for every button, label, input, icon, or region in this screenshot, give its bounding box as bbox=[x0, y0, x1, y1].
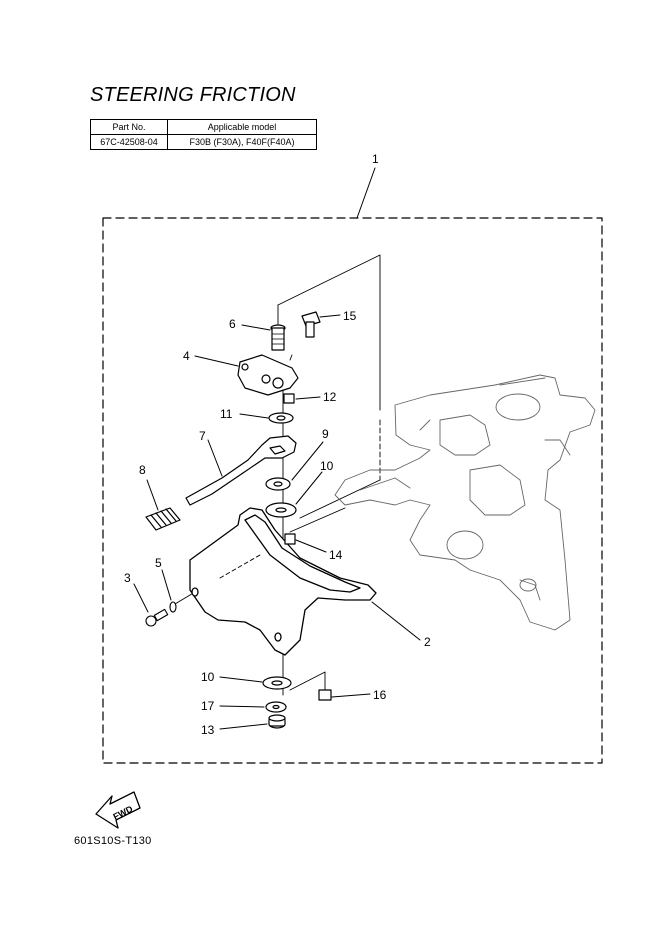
callout-13: 13 bbox=[201, 723, 215, 737]
washer-part-11 bbox=[268, 412, 294, 424]
leader-2 bbox=[371, 601, 421, 641]
leader-11 bbox=[239, 413, 269, 419]
leader-17 bbox=[219, 705, 265, 708]
leader-5 bbox=[161, 569, 172, 601]
leader-14 bbox=[295, 539, 327, 553]
bolt-part-6 bbox=[270, 324, 286, 351]
fwd-arrow-icon bbox=[95, 791, 141, 829]
leader-3 bbox=[133, 583, 149, 613]
leader-12 bbox=[295, 396, 321, 400]
callout-10-lower: 10 bbox=[201, 670, 215, 684]
leader-10-upper bbox=[295, 471, 323, 505]
leader-6 bbox=[241, 324, 271, 331]
washer-part-5 bbox=[169, 601, 177, 613]
callout-2: 2 bbox=[424, 635, 431, 649]
screw-part-3 bbox=[145, 608, 169, 627]
callout-17: 17 bbox=[201, 699, 215, 713]
friction-lever-part-7 bbox=[185, 435, 297, 506]
nut-part-16 bbox=[318, 689, 332, 701]
cell-applicable-model: F30B (F30A), F40F(F40A) bbox=[167, 134, 317, 150]
callout-6: 6 bbox=[229, 317, 236, 331]
washer-part-17 bbox=[265, 701, 287, 713]
leader-16 bbox=[331, 693, 371, 698]
fwd-arrow: FWD bbox=[95, 791, 141, 829]
callout-7: 7 bbox=[199, 429, 206, 443]
washer-part-9 bbox=[265, 477, 291, 491]
callout-10-upper: 10 bbox=[320, 459, 334, 473]
nut-part-12 bbox=[283, 393, 295, 404]
assembly-boundary bbox=[102, 217, 603, 764]
callout-11: 11 bbox=[220, 407, 233, 421]
leader-15 bbox=[319, 314, 341, 318]
callout-12: 12 bbox=[323, 390, 337, 404]
callout-8: 8 bbox=[139, 463, 146, 477]
page-title: STEERING FRICTION bbox=[90, 84, 296, 106]
bracket-part-4 bbox=[237, 354, 299, 396]
bolt-part-15 bbox=[301, 311, 321, 338]
leader-8 bbox=[146, 479, 159, 511]
callout-9: 9 bbox=[322, 427, 329, 441]
table-row: 67C-42508-04 F30B (F30A), F40F(F40A) bbox=[90, 134, 317, 150]
leader-1 bbox=[356, 167, 376, 219]
friction-bracket-part-2 bbox=[189, 507, 377, 656]
callout-16: 16 bbox=[373, 688, 387, 702]
callout-15: 15 bbox=[343, 309, 357, 323]
leader-13 bbox=[219, 723, 268, 730]
leader-7 bbox=[207, 439, 223, 477]
collar-part-14 bbox=[284, 533, 296, 545]
leader-9 bbox=[291, 441, 324, 481]
grip-part-8 bbox=[145, 507, 181, 531]
callout-3: 3 bbox=[124, 571, 131, 585]
callout-5: 5 bbox=[155, 556, 162, 570]
leader-10-lower bbox=[219, 676, 263, 683]
callout-1: 1 bbox=[372, 152, 379, 166]
leader-4 bbox=[194, 355, 239, 367]
table-header-row: Part No. Applicable model bbox=[90, 119, 317, 135]
callout-14: 14 bbox=[329, 548, 343, 562]
bracket-housing-outline bbox=[334, 374, 596, 631]
nut-part-13 bbox=[268, 714, 286, 729]
wave-washer-part-10-lower bbox=[262, 676, 292, 690]
callout-4: 4 bbox=[183, 349, 190, 363]
wave-washer-part-10-upper bbox=[265, 502, 297, 518]
figure-code: 601S10S-T130 bbox=[74, 835, 152, 847]
applicable-model-table: Part No. Applicable model 67C-42508-04 F… bbox=[90, 119, 317, 150]
